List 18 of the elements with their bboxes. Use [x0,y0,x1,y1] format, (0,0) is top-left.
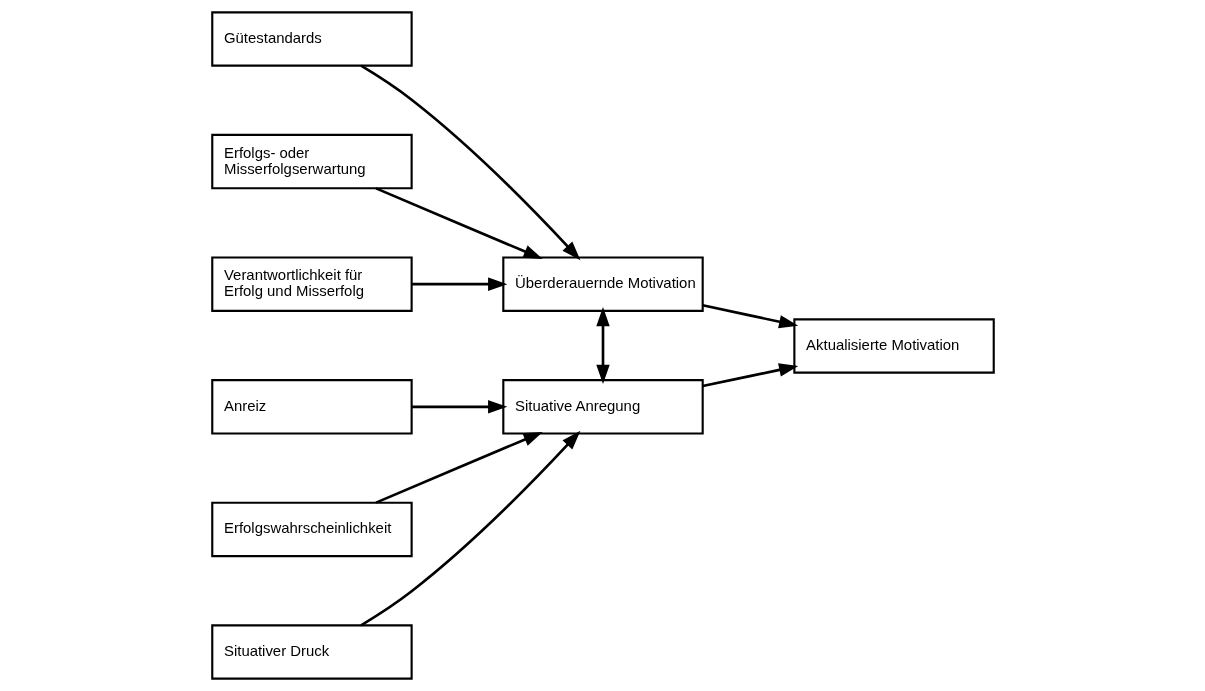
arrow [375,187,543,260]
node-box: Verantwortlichkeit für Erfolg und Misserfolg [210,256,413,312]
arrow [595,307,610,385]
node-box: Situative Anregung [501,379,704,435]
node-box: Erfolgs- oder Misserfolgserwartung [210,133,413,190]
node-box: Erfolgswahrscheinlichkeit [210,501,413,558]
node-box: Situativer Druck [210,624,413,680]
arrow [375,431,543,504]
arrow [701,363,798,388]
arrow [359,430,580,627]
node-box: Überderauernde Motivation [501,256,704,312]
arrow [411,277,507,291]
arrow [411,400,507,414]
node-box: Anreiz [210,379,413,435]
arrow [701,304,798,329]
arrow [359,64,580,261]
node-box: Aktualisierte Motivation [792,318,995,374]
node-box: Gütestandards [210,11,413,67]
